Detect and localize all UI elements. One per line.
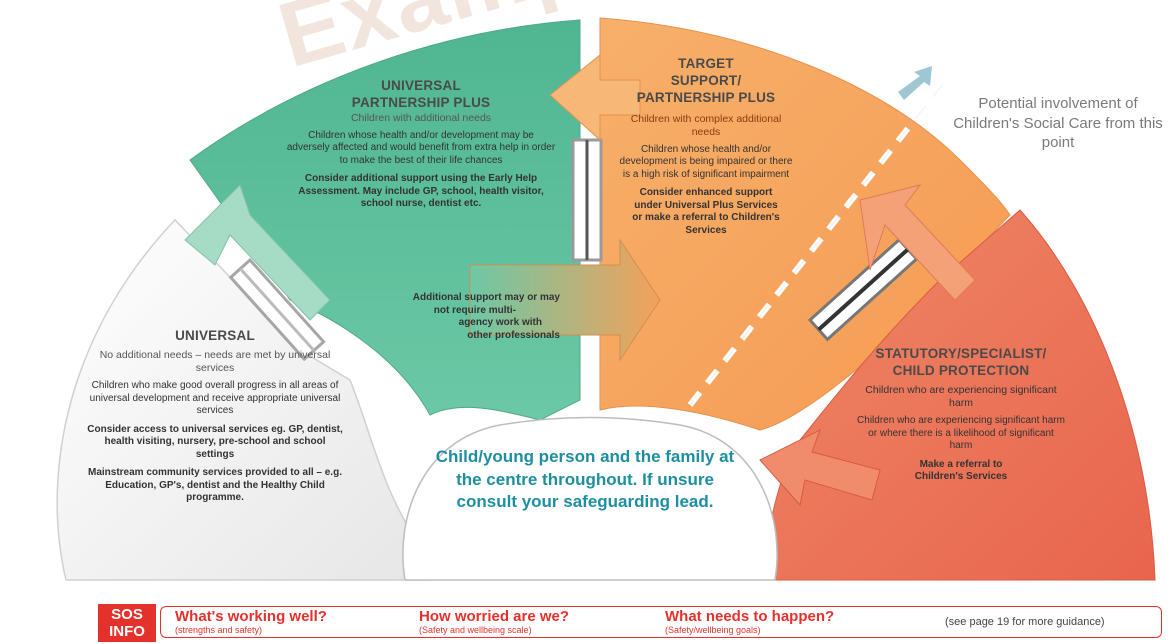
footer-item-sub: (Safety/wellbeing goals) xyxy=(665,625,761,635)
sos-info-footer: SOS INFO What's working well? (strengths… xyxy=(98,604,1168,642)
sos-label: SOS xyxy=(111,606,143,623)
statutory-para2: Make a referral to Children's Services xyxy=(914,458,1008,483)
sos-info-badge: SOS INFO xyxy=(98,604,156,642)
universal-text: UNIVERSAL No additional needs – needs ar… xyxy=(84,328,346,511)
universal-plus-heading-2: PARTNERSHIP PLUS xyxy=(351,94,491,110)
universal-subtitle: No additional needs – needs are met by u… xyxy=(99,348,331,374)
potential-involvement-note: Potential involvement of Children's Soci… xyxy=(953,95,1163,151)
universal-plus-para3-l4: other professionals xyxy=(467,329,560,341)
universal-plus-para3-l3: agency work with xyxy=(458,317,542,328)
universal-plus-para1: Children whose health and/or development… xyxy=(286,129,556,166)
footer-item-title: How worried are we? xyxy=(419,608,570,625)
target-para2: Consider enhanced support under Universa… xyxy=(632,187,780,236)
statutory-heading-2: CHILD PROTECTION xyxy=(892,362,1030,378)
target-text: TARGET SUPPORT/ PARTNERSHIP PLUS Childre… xyxy=(616,56,796,243)
universal-plus-text: UNIVERSAL PARTNERSHIP PLUS Children with… xyxy=(286,78,556,217)
footer-item-title: What's working well? xyxy=(175,608,327,625)
footer-item-working-well: What's working well? (strengths and safe… xyxy=(175,608,327,636)
universal-plus-heading-1: UNIVERSAL xyxy=(381,78,461,93)
center-box xyxy=(402,416,778,581)
center-text: Child/young person and the family at the… xyxy=(435,447,735,512)
target-heading-2: SUPPORT/ xyxy=(670,72,742,88)
arrow-green-to-orange xyxy=(469,238,661,362)
arrow-green-to-grey xyxy=(184,184,331,321)
universal-plus-para3-l1: Additional support may or may xyxy=(412,292,560,303)
universal-plus-para3: Additional support may or may not requir… xyxy=(340,292,560,342)
universal-plus-subtitle: Children with additional needs xyxy=(350,111,492,124)
arrow-orange-to-red xyxy=(759,428,881,507)
statutory-heading-1: STATUTORY/SPECIALIST/ xyxy=(875,346,1047,361)
footer-item-sub: (strengths and safety) xyxy=(175,625,263,635)
statutory-subtitle: Children who are experiencing significan… xyxy=(865,383,1057,409)
target-segment xyxy=(599,17,1011,431)
arrow-red-to-orange xyxy=(859,184,976,301)
statutory-para1: Children who are experiencing significan… xyxy=(857,415,1065,451)
sos-footer-box: What's working well? (strengths and safe… xyxy=(160,606,1162,638)
pointer-arrow-icon xyxy=(898,66,932,100)
footer-guidance-note: (see page 19 for more guidance) xyxy=(945,616,1105,628)
target-heading-1: TARGET xyxy=(678,56,734,71)
target-subtitle: Children with complex additional needs xyxy=(630,112,782,138)
footer-item-title: What needs to happen? xyxy=(665,608,835,625)
universal-para1: Children who make good overall progress … xyxy=(89,380,341,417)
target-heading-3: PARTNERSHIP PLUS xyxy=(636,89,776,105)
universal-para3: Mainstream community services provided t… xyxy=(88,467,342,504)
diagram-shapes xyxy=(56,17,1156,581)
universal-para2: Consider access to universal services eg… xyxy=(87,423,343,460)
statutory-text: STATUTORY/SPECIALIST/ CHILD PROTECTION C… xyxy=(856,346,1066,490)
universal-plus-para3-l2: not require multi- xyxy=(433,304,516,316)
universal-heading: UNIVERSAL xyxy=(175,328,255,343)
footer-item-sub: (Safety and wellbeing scale) xyxy=(419,625,532,635)
footer-item-needs-to-happen: What needs to happen? (Safety/wellbeing … xyxy=(665,608,835,636)
target-para1: Children whose health and/or development… xyxy=(619,143,793,180)
arrow-orange-to-green xyxy=(549,53,641,142)
connector-bars xyxy=(228,138,919,362)
footer-item-how-worried: How worried are we? (Safety and wellbein… xyxy=(419,608,570,636)
info-label: INFO xyxy=(109,623,145,640)
universal-plus-para2: Consider additional support using the Ea… xyxy=(298,173,544,210)
continuum-diagram: Example UNIVERSAL PARTNERSHIP PLUS Child… xyxy=(56,0,1163,581)
